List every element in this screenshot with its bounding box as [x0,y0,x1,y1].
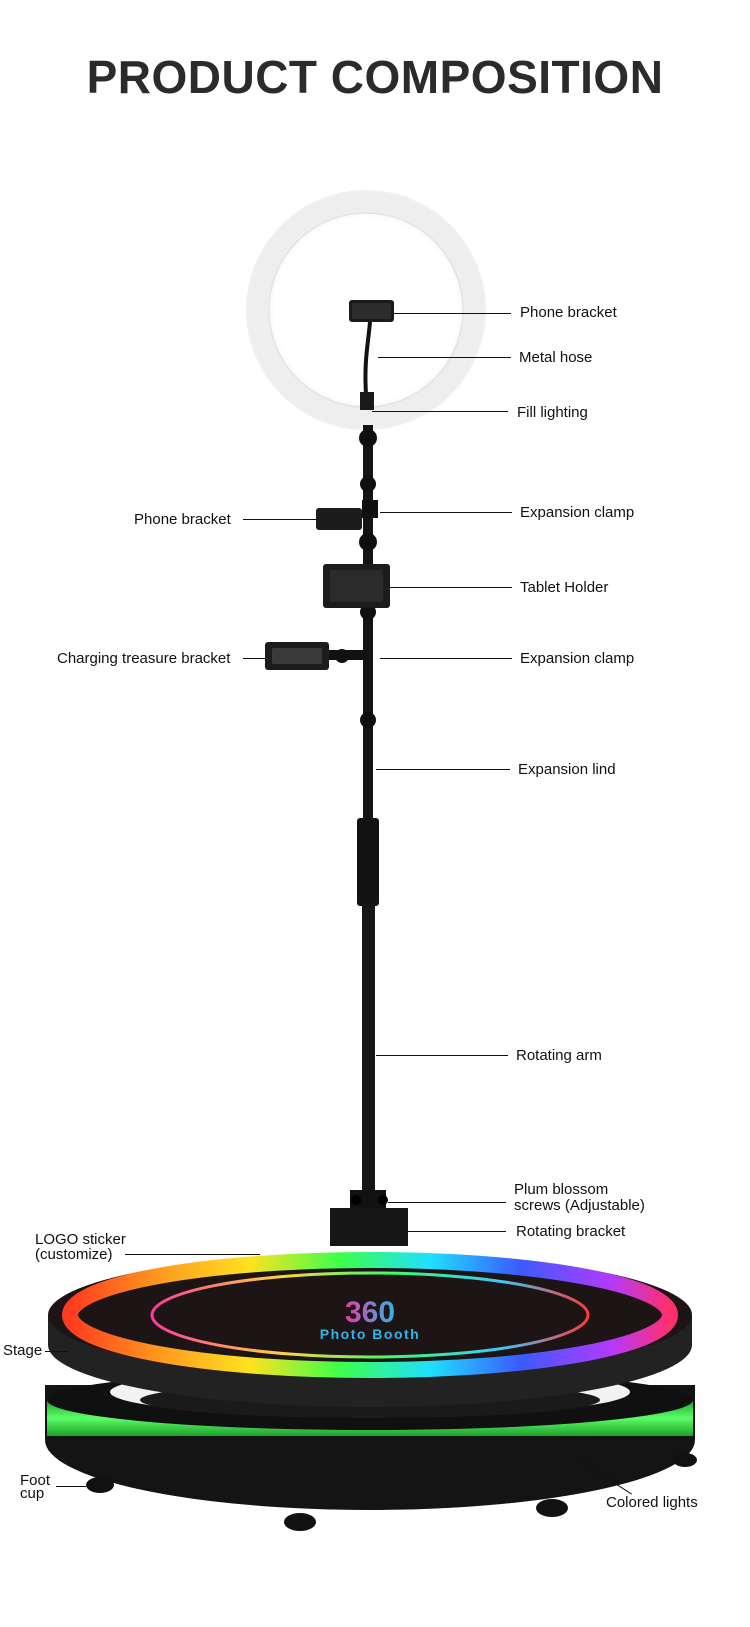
logo-number: 360 [345,1296,395,1329]
phone-bracket-top [349,300,394,322]
phone-bracket-left [316,500,378,530]
label-expansion-clamp-2: Expansion clamp [520,650,635,667]
leader-expansion-clamp-1 [380,512,512,513]
label-fill-lighting: Fill lighting [517,404,588,421]
page-title: PRODUCT COMPOSITION [86,51,664,103]
leader-phone-bracket-left [243,519,316,520]
leader-expansion-clamp-2 [380,658,512,659]
label-plum-blossom-1: Plum blossom [514,1181,609,1198]
label-expansion-lind: Expansion lind [518,761,616,778]
leader-foot-cup [56,1486,86,1487]
leader-fill-lighting [372,411,508,412]
label-logo-sticker-2: (customize) [35,1246,113,1263]
leader-metal-hose [378,357,511,358]
label-phone-bracket-top: Phone bracket [520,304,617,321]
label-expansion-clamp-1: Expansion clamp [520,504,635,521]
rotating-bracket [330,1190,408,1246]
label-foot-cup-2: cup [20,1485,45,1502]
stage [45,1252,697,1531]
logo-sticker: 360 Photo Booth [320,1296,420,1342]
charging-bracket [265,642,367,670]
logo-text: Photo Booth [320,1326,420,1342]
label-stage: Stage [3,1342,43,1359]
label-rotating-arm: Rotating arm [516,1047,602,1064]
label-plum-blossom-2: screws (Adjustable) [514,1197,645,1214]
leader-plum-blossom [388,1202,506,1203]
label-colored-lights: Colored lights [606,1494,698,1511]
leader-tablet-holder [390,587,512,588]
label-metal-hose: Metal hose [519,349,593,366]
label-tablet-holder: Tablet Holder [520,579,609,596]
leader-phone-bracket-top [393,313,511,314]
metal-hose [363,321,372,396]
leader-stage [45,1351,69,1352]
label-charging-treasure-bracket: Charging treasure bracket [57,650,231,667]
tablet-holder [323,564,390,608]
main-pole [357,425,379,1204]
label-logo-sticker-1: LOGO sticker [35,1231,126,1248]
label-phone-bracket-left: Phone bracket [134,511,231,528]
leader-charging-bracket [243,658,265,659]
label-foot-cup-1: Foot [20,1472,51,1489]
leader-expansion-lind [376,769,510,770]
leader-rotating-arm [376,1055,508,1056]
label-rotating-bracket: Rotating bracket [516,1223,626,1240]
leader-rotating-bracket [408,1231,506,1232]
leader-logo-sticker [125,1254,260,1255]
